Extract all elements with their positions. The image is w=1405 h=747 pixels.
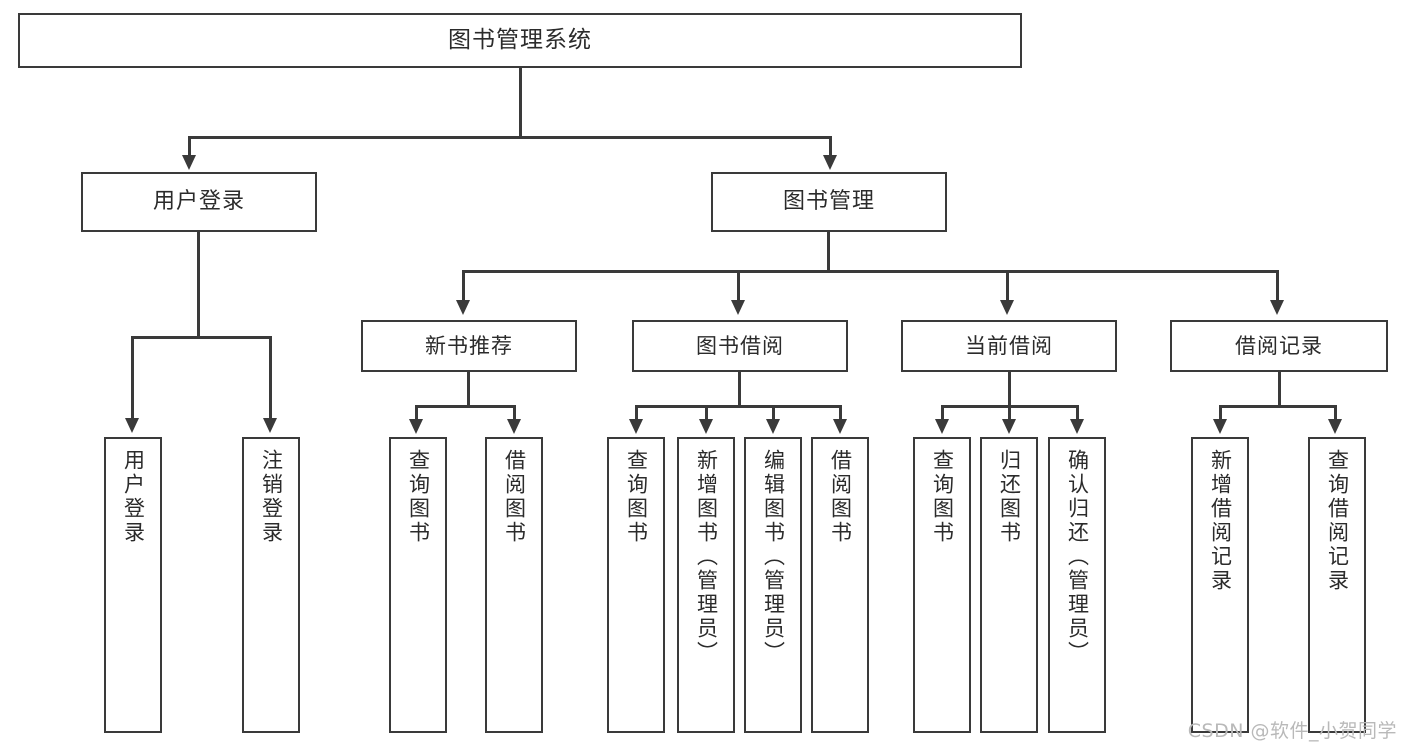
leaf-query-book-borrow[interactable]: 查询图书 <box>607 437 665 733</box>
node-label: 编辑图书（管理员） <box>761 449 786 665</box>
arrow-down-icon <box>456 300 470 315</box>
connector-new-book-drop-2 <box>513 405 516 421</box>
node-label: 当前借阅 <box>965 333 1053 358</box>
leaf-query-borrow-record[interactable]: 查询借阅记录 <box>1308 437 1366 733</box>
leaf-query-book-new[interactable]: 查询图书 <box>389 437 447 733</box>
node-label: 借阅记录 <box>1235 333 1323 358</box>
arrow-down-icon <box>125 418 139 433</box>
connector-current-borrow-drop-2 <box>1008 405 1011 421</box>
arrow-down-icon <box>1070 419 1084 434</box>
node-current-borrow[interactable]: 当前借阅 <box>901 320 1117 372</box>
node-label: 用户登录 <box>121 449 146 545</box>
node-label: 查询图书 <box>406 449 431 545</box>
arrow-down-icon <box>507 419 521 434</box>
connector-current-borrow-stem <box>1008 372 1011 405</box>
node-label: 图书管理系统 <box>448 26 592 53</box>
node-label: 图书管理 <box>782 189 875 215</box>
connector-user-login-stem <box>197 232 200 336</box>
arrow-down-icon <box>699 419 713 434</box>
arrow-down-icon <box>766 419 780 434</box>
node-label: 新书推荐 <box>425 333 513 358</box>
connector-borrow-record-bus <box>1219 405 1337 408</box>
leaf-return-book[interactable]: 归还图书 <box>980 437 1038 733</box>
node-label: 注销登录 <box>259 449 284 545</box>
node-label: 新增图书（管理员） <box>694 449 719 665</box>
leaf-query-book-current[interactable]: 查询图书 <box>913 437 971 733</box>
node-root-book-management-system[interactable]: 图书管理系统 <box>18 13 1022 68</box>
node-user-login[interactable]: 用户登录 <box>81 172 317 232</box>
node-label: 用户登录 <box>152 189 245 215</box>
arrow-down-icon <box>823 155 837 170</box>
leaf-borrow-book[interactable]: 借阅图书 <box>811 437 869 733</box>
node-label: 查询图书 <box>624 449 649 545</box>
connector-book-borrow-stem <box>738 372 741 405</box>
connector-user-login-drop-2 <box>269 336 272 420</box>
node-label: 查询图书 <box>930 449 955 545</box>
node-book-management[interactable]: 图书管理 <box>711 172 947 232</box>
arrow-down-icon <box>629 419 643 434</box>
node-label: 新增借阅记录 <box>1208 449 1233 593</box>
node-label: 借阅图书 <box>502 449 527 545</box>
connector-book-management-stem <box>827 232 830 270</box>
node-label: 图书借阅 <box>696 333 784 358</box>
node-label: 查询借阅记录 <box>1325 449 1350 593</box>
connector-new-book-bus <box>415 405 516 408</box>
arrow-down-icon <box>731 300 745 315</box>
node-label: 确认归还（管理员） <box>1065 449 1090 665</box>
node-new-book-recommendation[interactable]: 新书推荐 <box>361 320 577 372</box>
connector-current-borrow-drop-3 <box>1076 405 1079 421</box>
connector-new-book-drop-1 <box>415 405 418 421</box>
connector-root-drop-2 <box>829 136 832 157</box>
node-label: 借阅图书 <box>828 449 853 545</box>
leaf-logout[interactable]: 注销登录 <box>242 437 300 733</box>
leaf-add-book-admin[interactable]: 新增图书（管理员） <box>677 437 735 733</box>
connector-book-borrow-drop-1 <box>635 405 638 421</box>
connector-root-stem <box>519 68 522 136</box>
arrow-down-icon <box>1000 300 1014 315</box>
connector-user-login-drop-1 <box>131 336 134 420</box>
connector-new-book-stem <box>467 372 470 405</box>
arrow-down-icon <box>263 418 277 433</box>
arrow-down-icon <box>409 419 423 434</box>
leaf-add-borrow-record[interactable]: 新增借阅记录 <box>1191 437 1249 733</box>
arrow-down-icon <box>182 155 196 170</box>
node-book-borrow[interactable]: 图书借阅 <box>632 320 848 372</box>
leaf-confirm-return-admin[interactable]: 确认归还（管理员） <box>1048 437 1106 733</box>
connector-borrow-record-drop-1 <box>1219 405 1222 421</box>
arrow-down-icon <box>935 419 949 434</box>
connector-borrow-record-stem <box>1278 372 1281 405</box>
connector-borrow-record-drop-2 <box>1334 405 1337 421</box>
connector-book-management-bus <box>462 270 1279 273</box>
leaf-edit-book-admin[interactable]: 编辑图书（管理员） <box>744 437 802 733</box>
connector-l3-drop-3 <box>1006 270 1009 302</box>
arrow-down-icon <box>833 419 847 434</box>
connector-current-borrow-drop-1 <box>941 405 944 421</box>
leaf-user-login[interactable]: 用户登录 <box>104 437 162 733</box>
arrow-down-icon <box>1002 419 1016 434</box>
arrow-down-icon <box>1213 419 1227 434</box>
connector-book-borrow-drop-4 <box>839 405 842 421</box>
arrow-down-icon <box>1270 300 1284 315</box>
connector-book-borrow-drop-2 <box>705 405 708 421</box>
leaf-borrow-book-new[interactable]: 借阅图书 <box>485 437 543 733</box>
arrow-down-icon <box>1328 419 1342 434</box>
connector-l3-drop-2 <box>737 270 740 302</box>
connector-book-borrow-drop-3 <box>772 405 775 421</box>
connector-user-login-bus <box>131 336 272 339</box>
node-label: 归还图书 <box>997 449 1022 545</box>
connector-l3-drop-4 <box>1276 270 1279 302</box>
connector-root-drop-1 <box>188 136 191 157</box>
connector-book-borrow-bus <box>635 405 841 408</box>
connector-root-bus <box>188 136 832 139</box>
connector-l3-drop-1 <box>462 270 465 302</box>
node-borrow-record[interactable]: 借阅记录 <box>1170 320 1388 372</box>
